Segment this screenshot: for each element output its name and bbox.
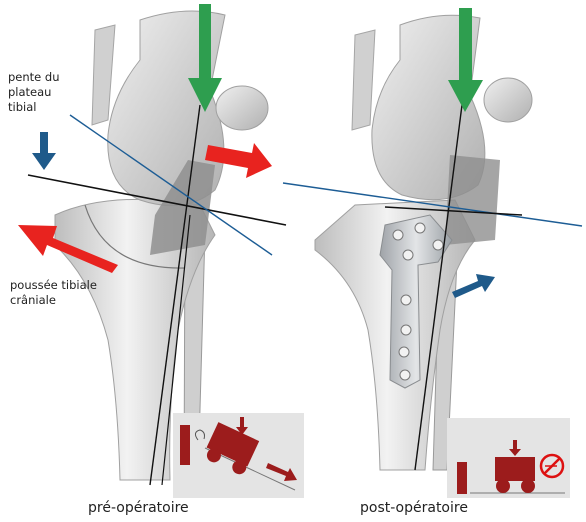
post-op-caption: post-opératoire xyxy=(360,500,468,516)
post-blue-arrow xyxy=(452,274,495,298)
thrust-label-line-1: poussée tibiale xyxy=(10,278,120,293)
pre-patella xyxy=(216,86,268,130)
tibial-slope-label: pente du plateau tibial xyxy=(8,70,108,115)
pre-op-caption: pré-opératoire xyxy=(88,500,189,516)
pre-op-cart-inset xyxy=(173,413,304,498)
slope-label-line-3: tibial xyxy=(8,100,108,115)
post-wheel-1 xyxy=(496,479,510,493)
post-wall xyxy=(457,462,467,494)
post-op-cart-inset xyxy=(447,418,570,498)
post-op-knee xyxy=(283,8,582,470)
pre-blue-arrow xyxy=(32,132,56,170)
post-wheel-2 xyxy=(521,479,535,493)
pre-wall xyxy=(180,425,190,465)
slope-label-line-2: plateau xyxy=(8,85,108,100)
post-patella xyxy=(484,78,532,122)
slope-label-line-1: pente du xyxy=(8,70,108,85)
post-cart xyxy=(495,457,535,481)
post-femur-ridge xyxy=(352,30,375,130)
thrust-label-line-2: crâniale xyxy=(10,293,120,308)
cranial-thrust-label: poussée tibiale crâniale xyxy=(10,278,120,308)
